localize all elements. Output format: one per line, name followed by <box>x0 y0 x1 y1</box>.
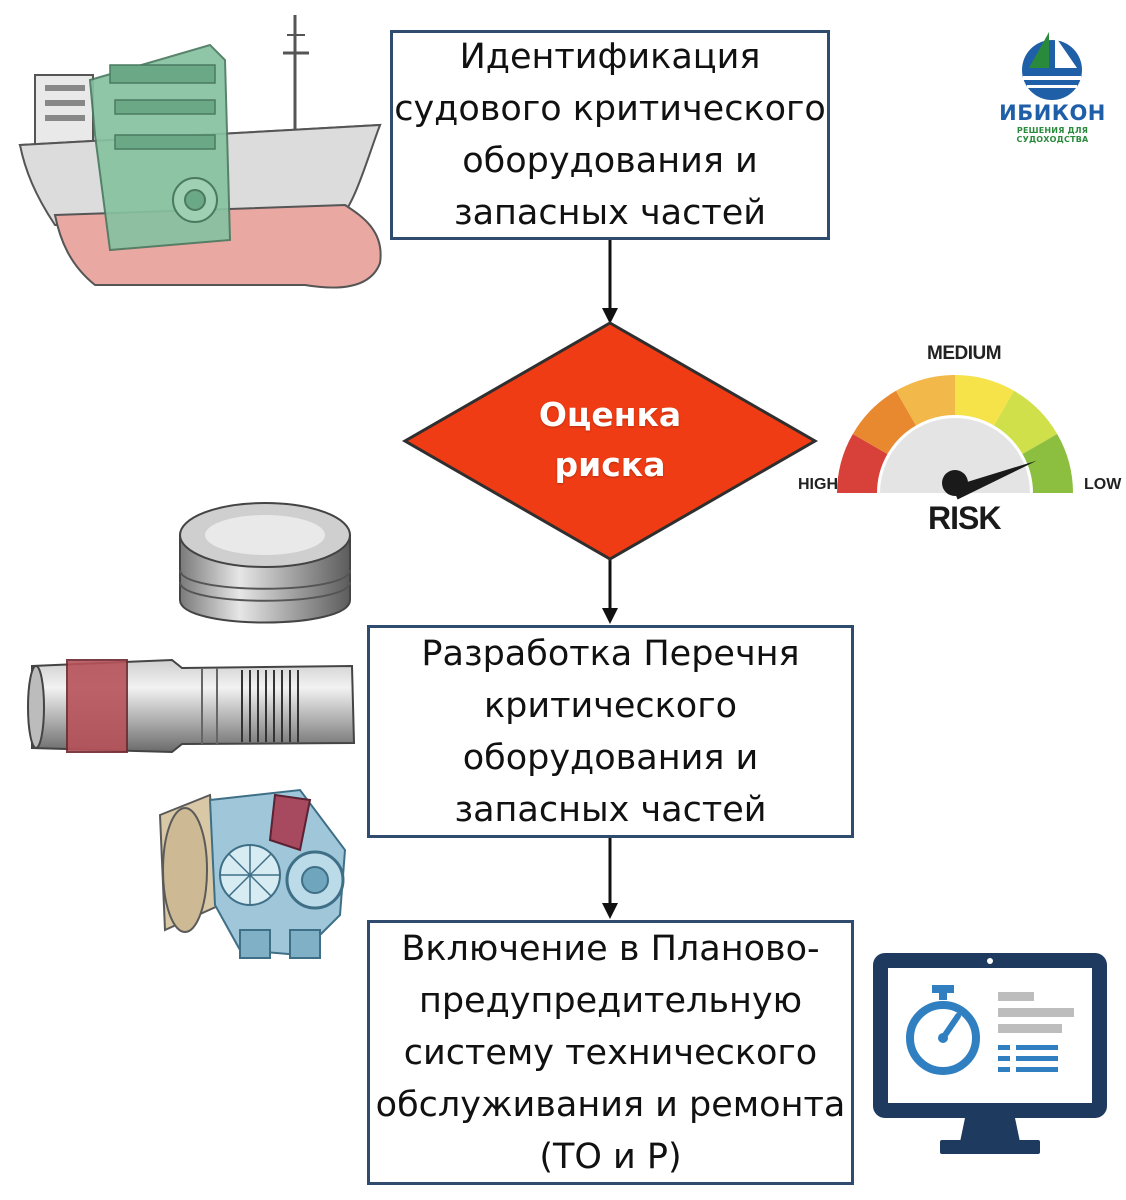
risk-assessment-label: Оценка риска <box>538 395 682 484</box>
gauge-title: RISK <box>928 500 1001 536</box>
step-maintenance-system-box: Включение в Планово- предупредительную с… <box>367 920 854 1185</box>
stopwatch-icon <box>906 985 980 1075</box>
logo-tagline: РЕШЕНИЯ ДЛЯ СУДОХОДСТВА <box>1016 126 1089 144</box>
gauge-segment <box>994 390 1058 454</box>
logo-name: ИБИКОН <box>999 101 1106 125</box>
turbocharger-illustration <box>158 788 347 959</box>
gauge-label-high: HIGH <box>798 476 838 493</box>
step-list-development-text: Разработка Перечня критического оборудов… <box>421 633 800 830</box>
arrow-decision-to-step2 <box>602 558 618 624</box>
ship-engine-illustration <box>18 15 382 289</box>
gauge-segment <box>837 434 888 493</box>
piston-illustration <box>179 502 351 624</box>
step-identification-box: Идентификация судового критического обор… <box>390 30 830 240</box>
risk-gauge <box>837 375 1073 500</box>
gauge-segment <box>955 375 1014 426</box>
gauge-label-low: LOW <box>1084 476 1122 493</box>
gauge-needle-hub <box>942 470 968 496</box>
arrow-step1-to-decision <box>602 240 618 324</box>
step-identification-text: Идентификация судового критического обор… <box>394 37 826 233</box>
ibikon-logo-icon <box>1022 32 1082 100</box>
gauge-needle <box>952 460 1037 500</box>
gauge-segment <box>1022 434 1073 493</box>
step-maintenance-system-text: Включение в Планово- предупредительную с… <box>375 928 846 1177</box>
gauge-label-medium: MEDIUM <box>927 343 1002 364</box>
monitor-stopwatch-icon <box>873 953 1107 1154</box>
cylinder-liner-illustration <box>27 658 356 754</box>
gauge-segment <box>852 390 916 454</box>
gauge-segment <box>896 375 955 426</box>
risk-assessment-diamond <box>401 321 819 561</box>
arrow-step2-to-step3 <box>602 838 618 919</box>
step-list-development-box: Разработка Перечня критического оборудов… <box>367 625 854 838</box>
